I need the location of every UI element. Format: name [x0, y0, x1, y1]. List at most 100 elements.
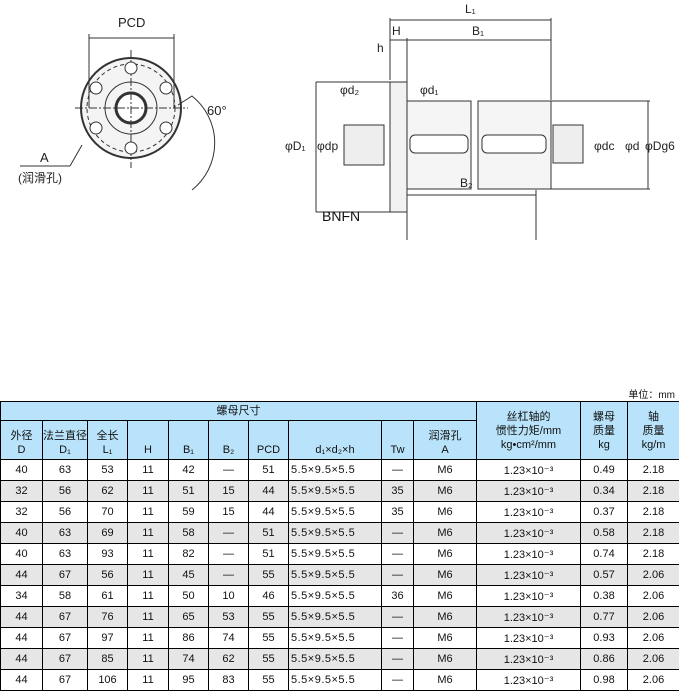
table-cell: 1.23×10⁻³: [477, 586, 581, 607]
table-cell: 2.18: [628, 481, 679, 502]
angle-label: 60°: [207, 103, 227, 118]
table-cell: 11: [128, 649, 169, 670]
lube-hole-note: (润滑孔): [18, 171, 62, 185]
d2-label: φd₂: [340, 83, 359, 97]
header-line: 轴: [648, 411, 659, 423]
table-cell: 74: [169, 649, 209, 670]
header-line: d₁×d₂×h: [315, 444, 354, 456]
front-view: [20, 34, 215, 190]
table-cell: 5.5×9.5×5.5: [289, 670, 382, 691]
table-cell: 32: [1, 502, 43, 523]
table-cell: 0.38: [581, 586, 628, 607]
table-cell: 40: [1, 460, 43, 481]
header-line: A: [441, 444, 448, 456]
table-cell: 56: [43, 502, 88, 523]
header-line: Tw: [390, 444, 404, 456]
table-cell: 0.34: [581, 481, 628, 502]
table-cell: 76: [88, 607, 128, 628]
table-cell: 44: [249, 481, 289, 502]
table-cell: 2.06: [628, 607, 679, 628]
table-cell: M6: [414, 565, 477, 586]
column-header: B₂: [209, 421, 249, 460]
table-cell: 2.18: [628, 544, 679, 565]
dg6-label: φDg6: [645, 139, 675, 153]
table-cell: M6: [414, 460, 477, 481]
header-line: kg•cm²/mm: [501, 439, 556, 451]
table-cell: 0.57: [581, 565, 628, 586]
header-line: 质量: [643, 425, 665, 437]
table-cell: 2.18: [628, 460, 679, 481]
header-line: 丝杠轴的: [507, 411, 551, 423]
table-cell: 5.5×9.5×5.5: [289, 565, 382, 586]
table-cell: 63: [43, 460, 88, 481]
table-cell: 11: [128, 460, 169, 481]
table-cell: 67: [43, 607, 88, 628]
header-line: L₁: [103, 444, 113, 456]
table-cell: 50: [169, 586, 209, 607]
table-cell: 15: [209, 502, 249, 523]
table-cell: 5.5×9.5×5.5: [289, 481, 382, 502]
header-line: kg: [598, 439, 610, 451]
table-cell: —: [382, 565, 414, 586]
header-line: 法兰直径: [43, 430, 87, 442]
table-cell: 11: [128, 565, 169, 586]
table-cell: 97: [88, 628, 128, 649]
table-cell: 44: [1, 565, 43, 586]
h-lower-label: h: [377, 41, 384, 55]
table-cell: 11: [128, 670, 169, 691]
table-cell: 5.5×9.5×5.5: [289, 649, 382, 670]
table-cell: 65: [169, 607, 209, 628]
header-line: PCD: [257, 444, 280, 456]
table-cell: 55: [249, 649, 289, 670]
l1-label: L₁: [465, 2, 476, 16]
table-cell: 5.5×9.5×5.5: [289, 628, 382, 649]
column-header: H: [128, 421, 169, 460]
pcd-label: PCD: [118, 15, 145, 30]
table-cell: 44: [1, 649, 43, 670]
table-cell: —: [382, 607, 414, 628]
table-cell: 44: [1, 607, 43, 628]
table-cell: 63: [43, 544, 88, 565]
d1-label: φd₁: [420, 83, 439, 97]
table-cell: —: [209, 544, 249, 565]
unit-label: 单位：mm: [628, 386, 675, 401]
table-cell: 1.23×10⁻³: [477, 481, 581, 502]
table-cell: 5.5×9.5×5.5: [289, 607, 382, 628]
table-cell: M6: [414, 628, 477, 649]
table-cell: 0.77: [581, 607, 628, 628]
table-cell: 2.18: [628, 523, 679, 544]
table-cell: 67: [43, 670, 88, 691]
header-line: D: [18, 444, 26, 456]
table-cell: 2.18: [628, 502, 679, 523]
table-cell: 11: [128, 544, 169, 565]
header-line: H: [144, 444, 152, 456]
table-cell: 1.23×10⁻³: [477, 502, 581, 523]
side-view: [316, 18, 650, 240]
table-cell: 51: [169, 481, 209, 502]
table-cell: 51: [249, 460, 289, 481]
table-cell: 11: [128, 481, 169, 502]
table-cell: 61: [88, 586, 128, 607]
table-cell: 86: [169, 628, 209, 649]
d-label: φd: [625, 139, 639, 153]
table-cell: 44: [249, 502, 289, 523]
table-cell: 53: [209, 607, 249, 628]
column-header: PCD: [249, 421, 289, 460]
table-cell: 53: [88, 460, 128, 481]
table-cell: —: [382, 670, 414, 691]
table-cell: 1.23×10⁻³: [477, 628, 581, 649]
table-cell: 0.49: [581, 460, 628, 481]
table-cell: 1.23×10⁻³: [477, 670, 581, 691]
table-cell: M6: [414, 502, 477, 523]
group-header-text: 螺母尺寸: [217, 405, 261, 417]
table-cell: 5.5×9.5×5.5: [289, 544, 382, 565]
header-line: 质量: [593, 425, 615, 437]
table-cell: 0.37: [581, 502, 628, 523]
